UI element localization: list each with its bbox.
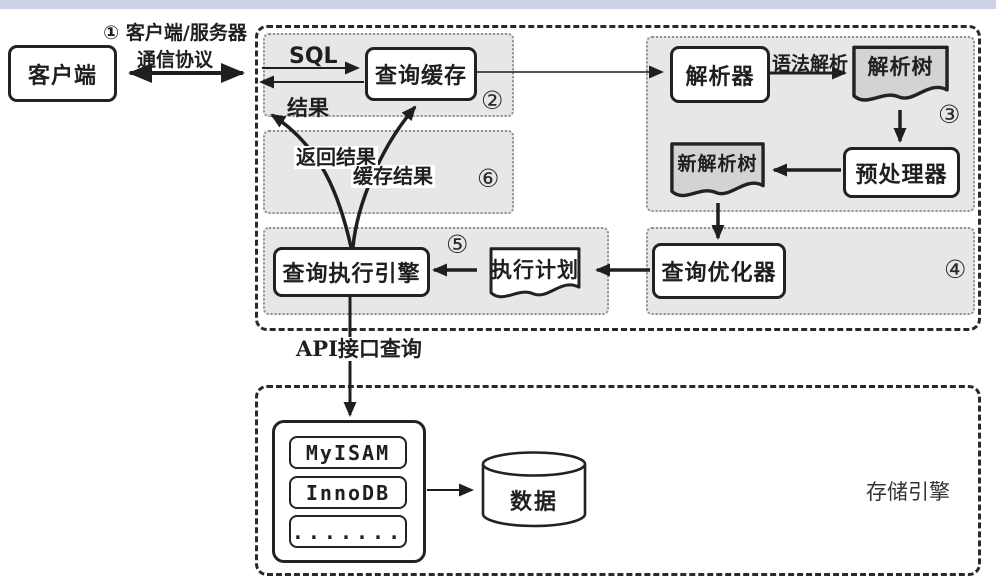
parse-tree-label: 解析树 (867, 55, 934, 79)
document-shape-icon (852, 45, 949, 102)
storage-layer-container (255, 385, 981, 576)
query-exec-engine-label: 查询执行引擎 (282, 262, 421, 287)
preprocessor-label: 预处理器 (855, 162, 948, 188)
data-cylinder: 数据 (480, 450, 588, 530)
client-label: 客户端 (27, 63, 97, 89)
query-optimizer-box: 查询优化器 (652, 243, 786, 299)
sql-label: SQL (289, 44, 338, 69)
new-parse-tree-label: 新解析树 (677, 153, 758, 175)
parser-label: 解析器 (685, 64, 755, 90)
exec-plan-doc: 执行计划 (479, 246, 591, 304)
engine-other: ....... (289, 515, 407, 548)
database-cylinder-icon (481, 451, 587, 528)
exec-plan-label: 执行计划 (491, 258, 579, 282)
query-optimizer-label: 查询优化器 (661, 261, 777, 286)
document-shape-icon (670, 142, 765, 198)
preprocessor-box: 预处理器 (843, 147, 960, 198)
engine-myisam: MyISAM (289, 436, 407, 469)
step-5-number: ⑤ (446, 230, 469, 259)
storage-engine-title: 存储引擎 (866, 480, 950, 504)
parser-box: 解析器 (670, 46, 770, 103)
query-exec-engine-box: 查询执行引擎 (273, 247, 430, 297)
parse-tree-doc: 解析树 (851, 43, 950, 111)
cache-result-label: 缓存结果 (351, 164, 435, 188)
step-3-number: ③ (938, 100, 961, 129)
protocol-line1: ① 客户端/服务器 (103, 22, 247, 44)
client-box: 客户端 (8, 45, 117, 102)
server-layer-container (255, 25, 981, 331)
data-label: 数据 (509, 490, 558, 515)
protocol-label: ① 客户端/服务器 通信协议 (92, 18, 258, 72)
document-shape-icon (489, 247, 581, 299)
new-parse-tree-doc: 新解析树 (667, 141, 768, 205)
query-cache-label: 查询缓存 (374, 64, 467, 89)
query-cache-box: 查询缓存 (365, 47, 477, 101)
syntax-parse-label: 语法解析 (772, 53, 849, 75)
engine-innodb: InnoDB (289, 476, 407, 509)
api-query-label: API接口查询 (294, 336, 424, 362)
step-4-number: ④ (944, 255, 967, 284)
protocol-line2: 通信协议 (136, 49, 213, 71)
step-2-number: ② (481, 86, 504, 115)
top-strip (0, 0, 996, 9)
step-6-number: ⑥ (477, 164, 500, 193)
result-label: 结果 (287, 96, 329, 120)
